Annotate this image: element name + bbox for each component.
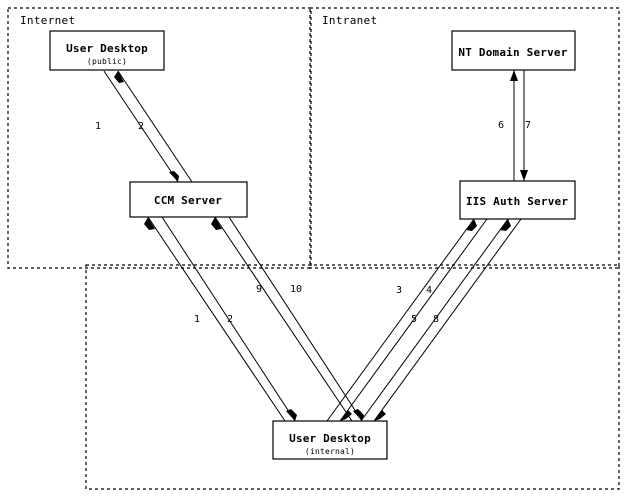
flow-label-6: 6 bbox=[498, 120, 504, 131]
flow-label-2-public: 2 bbox=[138, 121, 144, 132]
node-user-desktop-internal-box[interactable] bbox=[272, 420, 388, 460]
edge-iis-to-internal-desktop-8 bbox=[373, 218, 522, 422]
arrow-head-iis-to-nt bbox=[510, 70, 518, 81]
arrow-head-internal-to-iis-5 bbox=[500, 219, 511, 231]
arrow-head-iis-to-internal-4 bbox=[340, 410, 352, 421]
node-nt-domain-server-title: NT Domain Server bbox=[458, 46, 567, 59]
zone-internet-boundary bbox=[7, 7, 312, 269]
arrow-head-ccm-to-public bbox=[114, 71, 124, 83]
edge-iis-to-internal-desktop-4 bbox=[339, 218, 488, 422]
flow-label-1-public: 1 bbox=[95, 121, 101, 132]
node-user-desktop-public-title: User Desktop bbox=[66, 42, 148, 55]
zone-intranet-boundary bbox=[309, 7, 620, 269]
arrow-head-iis-to-internal-8 bbox=[374, 410, 386, 421]
arrow-head-internal-to-iis-3 bbox=[466, 219, 477, 231]
flow-label-1-internal: 1 bbox=[194, 314, 200, 325]
node-nt-domain-server-box[interactable] bbox=[451, 30, 576, 71]
arrow-head-public-to-ccm bbox=[169, 171, 179, 182]
edge-ccm-to-public-desktop bbox=[117, 70, 193, 183]
zone-internal-boundary bbox=[85, 264, 620, 490]
edge-ccm-to-internal-desktop-10 bbox=[228, 216, 363, 422]
node-iis-auth-server-title: IIS Auth Server bbox=[466, 195, 569, 208]
edge-public-desktop-to-ccm bbox=[103, 70, 179, 183]
flow-label-4: 4 bbox=[426, 285, 432, 296]
node-user-desktop-public-subtitle: (public) bbox=[87, 57, 127, 66]
node-user-desktop-internal-title: User Desktop bbox=[289, 432, 371, 445]
arrow-head-ccm-to-internal-10 bbox=[353, 409, 364, 421]
arrow-head-nt-to-iis bbox=[520, 170, 528, 181]
arrow-head-ccm-to-internal bbox=[286, 409, 297, 421]
node-ccm-server-title: CCM Server bbox=[154, 194, 222, 207]
edge-internal-desktop-to-iis-5 bbox=[360, 218, 509, 422]
node-user-desktop-public[interactable]: User Desktop (public) bbox=[49, 30, 165, 71]
flow-label-8: 8 bbox=[433, 314, 439, 325]
flow-label-2-internal: 2 bbox=[227, 314, 233, 325]
node-user-desktop-internal[interactable]: User Desktop (internal) bbox=[272, 420, 388, 460]
edge-ccm-to-internal-desktop bbox=[161, 216, 296, 422]
flow-label-9: 9 bbox=[256, 284, 262, 295]
node-ccm-server-box[interactable] bbox=[129, 181, 248, 218]
node-iis-auth-server-box[interactable] bbox=[459, 180, 576, 220]
edge-internal-desktop-to-ccm bbox=[147, 216, 286, 422]
node-user-desktop-public-box[interactable] bbox=[49, 30, 165, 71]
edge-internal-desktop-to-iis-3 bbox=[326, 218, 475, 422]
flow-label-7: 7 bbox=[525, 120, 531, 131]
node-iis-auth-server[interactable]: IIS Auth Server bbox=[459, 180, 576, 220]
node-nt-domain-server[interactable]: NT Domain Server bbox=[451, 30, 576, 71]
zone-label-internet: Internet bbox=[20, 14, 75, 27]
arrow-head-internal-to-ccm bbox=[144, 217, 155, 230]
arrow-head-internal-to-ccm-9 bbox=[211, 217, 222, 230]
edge-internal-desktop-to-ccm-9 bbox=[214, 216, 353, 422]
node-user-desktop-internal-subtitle: (internal) bbox=[305, 447, 355, 456]
flow-label-3: 3 bbox=[396, 285, 402, 296]
flow-label-10: 10 bbox=[290, 284, 302, 295]
zone-label-intranet: Intranet bbox=[322, 14, 377, 27]
node-ccm-server[interactable]: CCM Server bbox=[129, 181, 248, 218]
flow-label-5: 5 bbox=[411, 314, 417, 325]
